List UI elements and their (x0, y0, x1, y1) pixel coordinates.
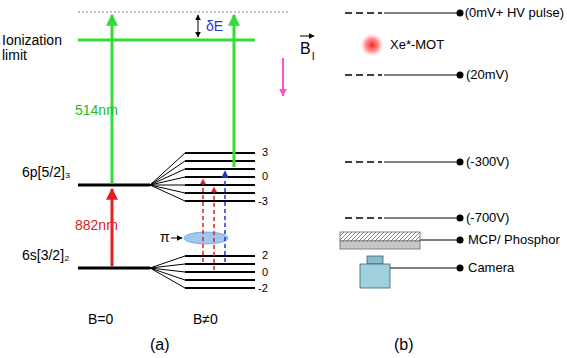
panel-label: (b) (394, 336, 414, 354)
energy-gap: δE (206, 19, 223, 34)
voltage-label: (-700V) (466, 211, 509, 225)
wavelength: 514nm (75, 103, 118, 118)
level-name: Ionization limit (2, 33, 76, 64)
wavelength: 882nm (75, 218, 118, 233)
sublevel-number: -2 (258, 282, 268, 294)
sublevel-number: 3 (262, 146, 268, 158)
field-condition: B=0 (88, 312, 113, 327)
polarization: π (160, 230, 170, 245)
sublevel-number: 0 (262, 266, 268, 278)
panel-label: (a) (150, 336, 170, 354)
sublevel-number: -3 (258, 195, 268, 207)
voltage-label: (0mV+ HV pulse) (465, 6, 564, 20)
sublevel-number: 2 (262, 249, 268, 261)
field-symbol: B (300, 40, 311, 58)
voltage-label: (-300V) (466, 155, 509, 169)
voltage-label: (20mV) (466, 68, 509, 82)
field-condition: B≠0 (193, 312, 218, 327)
detector-label: MCP/ Phosphor (468, 233, 560, 247)
field-subscript: l (312, 50, 314, 62)
level-name: 6p[5/2]₃ (22, 165, 71, 180)
mot-label: Xe*-MOT (390, 38, 444, 52)
level-name: 6s[3/2]₂ (22, 248, 69, 263)
sublevel-number: 0 (262, 170, 268, 182)
camera-label: Camera (468, 261, 514, 275)
